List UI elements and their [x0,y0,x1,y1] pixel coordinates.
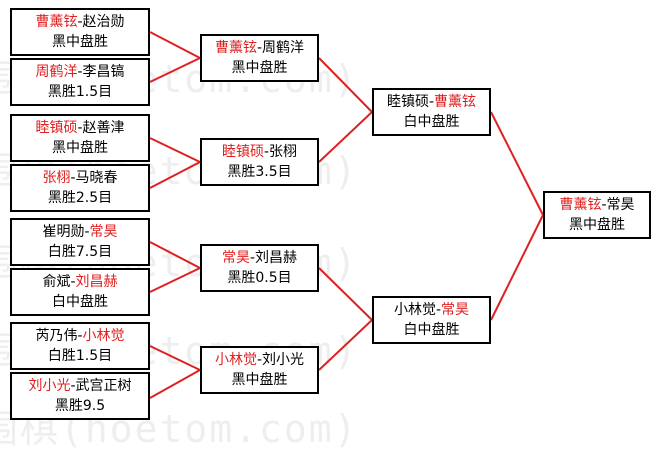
bracket-connector [149,369,201,399]
match-players: 芮乃伟-小林觉 [35,328,125,344]
match-box: 张栩-马晓春 黑胜2.5目 [10,164,150,212]
bracket-connector [318,57,373,113]
match-players: 睦镇硕-张栩 [221,144,298,160]
match-players: 睦镇硕-曹薰铉 [386,94,477,110]
bracket-connector [149,57,201,83]
match-result: 白胜7.5目 [47,244,113,260]
player-name: 芮乃伟 [35,328,78,344]
bracket-connector [149,31,201,59]
match-box: 曹薰铉-周鹤洋 黑中盘胜 [200,34,319,82]
player-name: 马晓春 [75,170,118,186]
match-result: 黑中盘胜 [231,372,288,388]
match-result: 黑胜1.5目 [47,84,113,100]
match-result: 黑中盘胜 [231,60,288,76]
match-box: 周鹤洋-李昌镐 黑胜1.5目 [10,58,150,106]
match-box: 睦镇硕-赵善津 黑中盘胜 [10,114,150,162]
player-name: 崔明勋 [42,224,85,240]
match-result: 白中盘胜 [52,294,108,310]
player-name: 睦镇硕 [221,144,264,160]
player-name: 小林觉 [82,328,125,344]
player-name: 曹薰铉 [35,14,78,30]
player-name: 刘昌赫 [255,250,298,266]
match-box: 睦镇硕-张栩 黑胜3.5目 [200,138,319,186]
player-name: 曹薰铉 [559,197,602,213]
player-name: 常昊 [441,302,470,318]
bracket-connector [149,241,201,269]
match-result: 白中盘胜 [403,114,460,130]
match-players: 睦镇硕-赵善津 [35,120,125,136]
match-players: 曹薰铉-常昊 [559,197,635,213]
match-box: 俞斌-刘昌赫 白中盘胜 [10,268,150,316]
player-name: 睦镇硕 [35,120,78,136]
match-result: 白胜1.5目 [47,348,113,364]
match-result: 白中盘胜 [403,322,460,338]
bracket-connector [318,319,373,371]
player-name: 刘小光 [262,352,305,368]
player-name: 常昊 [89,224,118,240]
player-name: 常昊 [221,250,250,266]
player-name: 小林觉 [393,302,436,318]
match-players: 小林觉-刘小光 [214,352,305,368]
match-result: 黑中盘胜 [569,217,625,233]
final-match-box: 曹薰铉-常昊 黑中盘胜 [543,191,651,239]
match-box: 小林觉-常昊 白中盘胜 [372,296,491,344]
player-name: 刘小光 [28,378,71,394]
match-result: 黑中盘胜 [52,34,108,50]
player-name: 刘昌赫 [75,274,118,290]
player-name: 赵善津 [82,120,125,136]
match-result: 黑中盘胜 [52,140,108,156]
bracket-connector [490,111,544,216]
bracket-connector [149,137,201,163]
match-result: 黑胜9.5 [54,398,106,414]
player-name: 俞斌 [42,274,71,290]
player-name: 曹薰铉 [434,94,477,110]
bracket-connector [318,267,373,321]
match-box: 睦镇硕-曹薰铉 白中盘胜 [372,88,491,136]
player-name: 武宫正树 [75,378,132,394]
player-name: 赵治勋 [82,14,125,30]
match-players: 常昊-刘昌赫 [221,250,298,266]
bracket-connector [149,345,201,371]
player-name: 曹薰铉 [214,40,257,56]
match-players: 张栩-马晓春 [42,170,118,186]
match-players: 曹薰铉-赵治勋 [35,14,125,30]
match-players: 曹薰铉-周鹤洋 [214,40,305,56]
bracket-connector [318,111,373,163]
match-result: 黑胜3.5目 [227,164,292,180]
player-name: 周鹤洋 [35,64,78,80]
match-result: 黑胜0.5目 [227,270,292,286]
match-box: 小林觉-刘小光 黑中盘胜 [200,346,319,394]
match-box: 常昊-刘昌赫 黑胜0.5目 [200,244,319,292]
player-name: 小林觉 [214,352,257,368]
bracket-connector [149,267,201,293]
match-players: 周鹤洋-李昌镐 [35,64,125,80]
match-players: 小林觉-常昊 [393,302,470,318]
match-box: 崔明勋-常昊 白胜7.5目 [10,218,150,266]
player-name: 常昊 [606,197,635,213]
bracket-connector [490,214,544,321]
match-players: 俞斌-刘昌赫 [42,274,118,290]
match-players: 刘小光-武宫正树 [28,378,132,394]
match-box: 芮乃伟-小林觉 白胜1.5目 [10,322,150,370]
player-name: 张栩 [42,170,71,186]
match-players: 崔明勋-常昊 [42,224,118,240]
player-name: 睦镇硕 [386,94,429,110]
player-name: 周鹤洋 [262,40,305,56]
player-name: 李昌镐 [82,64,125,80]
match-box: 曹薰铉-赵治勋 黑中盘胜 [10,8,150,56]
bracket-lines [149,31,544,399]
player-name: 张栩 [269,144,298,160]
bracket-connector [149,161,201,189]
match-result: 黑胜2.5目 [47,190,113,206]
match-box: 刘小光-武宫正树 黑胜9.5 [10,372,150,420]
